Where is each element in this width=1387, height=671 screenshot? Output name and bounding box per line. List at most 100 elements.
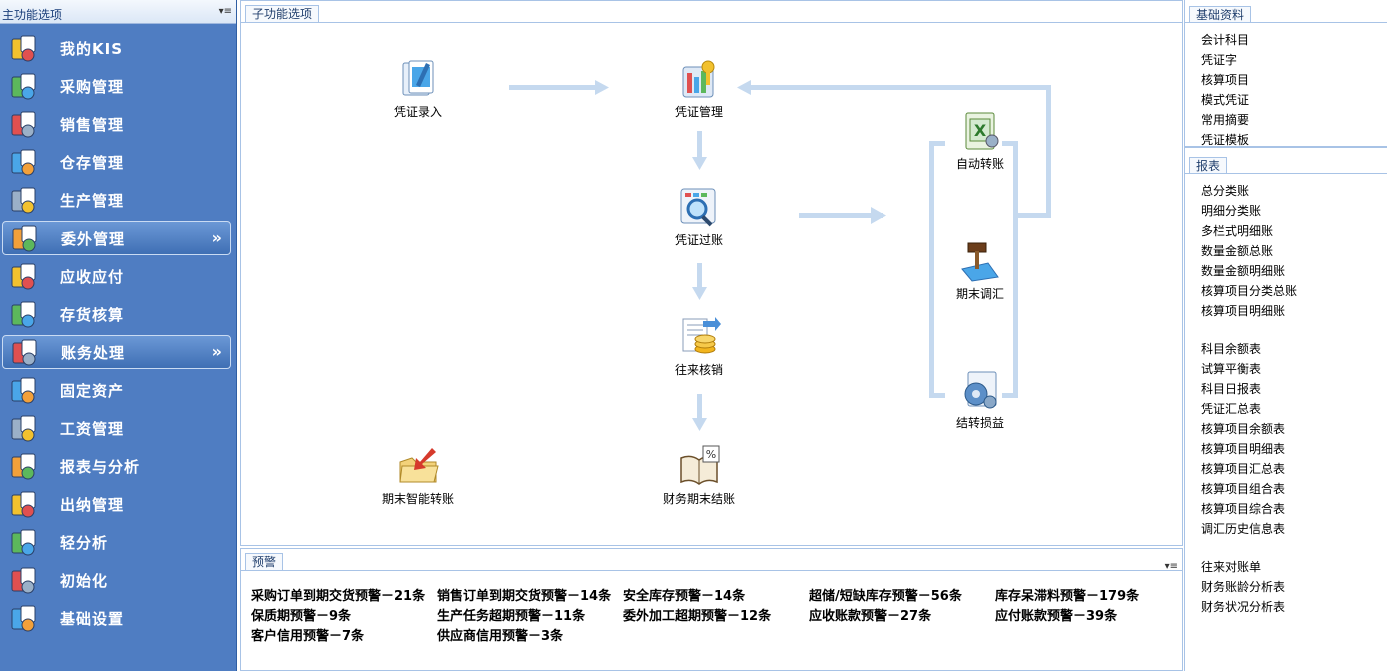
nav-item-5[interactable]: 委外管理»	[2, 221, 231, 255]
report-link[interactable]: 凭证汇总表	[1201, 402, 1262, 416]
voucher-post-label: 凭证过账	[674, 233, 723, 247]
report-link[interactable]: 调汇历史信息表	[1201, 522, 1286, 536]
svg-text:%: %	[706, 448, 716, 461]
report-link[interactable]: 数量金额总账	[1201, 244, 1274, 258]
basic-data-link[interactable]: 凭证模板	[1201, 133, 1250, 147]
report-section: 报表 总分类账明细分类账多栏式明细账数量金额总账数量金额明细账核算项目分类总账核…	[1185, 150, 1387, 671]
nav-item-2[interactable]: 销售管理	[2, 107, 231, 141]
report-tab: 报表	[1189, 157, 1228, 174]
period-end-adjust-button[interactable]: 期末调汇	[925, 239, 1035, 302]
nav-item-3[interactable]: 仓存管理	[2, 145, 231, 179]
profit-loss-transfer-icon	[958, 368, 1002, 412]
cashier-icon	[8, 489, 40, 519]
voucher-manage-button[interactable]: 凭证管理	[644, 57, 754, 120]
warning-item[interactable]: 应付账款预警－39条	[995, 609, 1118, 624]
expand-chevron-icon[interactable]: »	[211, 342, 222, 361]
nav-item-14[interactable]: 初始化	[2, 563, 231, 597]
main-function-title: 主功能选项	[2, 8, 63, 22]
report-link[interactable]: 核算项目明细表	[1201, 442, 1286, 456]
smart-transfer-button[interactable]: 期末智能转账	[363, 444, 473, 507]
nav-item-13[interactable]: 轻分析	[2, 525, 231, 559]
receivable-payable-icon	[8, 261, 40, 291]
nav-item-1[interactable]: 采购管理	[2, 69, 231, 103]
profit-loss-transfer-label: 结转损益	[955, 416, 1004, 430]
basic-data-link[interactable]: 凭证字	[1201, 53, 1238, 67]
payroll-icon	[8, 413, 40, 443]
report-link[interactable]: 数量金额明细账	[1201, 264, 1286, 278]
smart-transfer-label: 期末智能转账	[381, 492, 454, 506]
profit-loss-transfer-button[interactable]: 结转损益	[925, 368, 1035, 431]
nav-item-label: 账务处理	[61, 343, 126, 362]
nav-item-4[interactable]: 生产管理	[2, 183, 231, 217]
warning-item[interactable]: 供应商信用预警－3条	[437, 629, 564, 644]
warning-tab: 预警	[245, 553, 284, 570]
warning-item[interactable]: 库存呆滞料预警－179条	[995, 589, 1140, 604]
report-link[interactable]: 科目日报表	[1201, 382, 1262, 396]
report-link[interactable]: 总分类账	[1201, 184, 1250, 198]
report-link[interactable]: 财务状况分析表	[1201, 600, 1286, 614]
auto-transfer-button[interactable]: X 自动转账	[925, 109, 1035, 172]
nav-item-9[interactable]: 固定资产	[2, 373, 231, 407]
nav-item-6[interactable]: 应收应付	[2, 259, 231, 293]
nav-item-8[interactable]: 账务处理 »	[2, 335, 231, 369]
warning-item[interactable]: 委外加工超期预警－12条	[623, 609, 772, 624]
voucher-entry-label: 凭证录入	[393, 105, 442, 119]
warning-item[interactable]: 生产任务超期预警－11条	[437, 609, 586, 624]
nav-item-12[interactable]: 出纳管理	[2, 487, 231, 521]
warning-item[interactable]: 采购订单到期交货预警－21条	[251, 589, 426, 604]
voucher-manage-icon	[677, 57, 721, 101]
report-link[interactable]: 财务账龄分析表	[1201, 580, 1286, 594]
warning-item[interactable]: 保质期预警－9条	[251, 609, 352, 624]
main-function-panel: 主功能选项 ▾≡ 我的KIS 采购管理销售管理仓存管理生产管理委外管理» 应收应付存…	[0, 0, 237, 671]
report-link[interactable]: 核算项目汇总表	[1201, 462, 1286, 476]
nav-item-0[interactable]: 我的KIS	[2, 31, 231, 65]
reconcile-label: 往来核销	[674, 363, 723, 377]
warning-menu-icon[interactable]: ▾≡	[1164, 561, 1178, 572]
production-icon	[8, 185, 40, 215]
period-end-close-button[interactable]: % 财务期末结账	[644, 444, 754, 507]
nav-item-10[interactable]: 工资管理	[2, 411, 231, 445]
basic-data-link[interactable]: 核算项目	[1201, 73, 1250, 87]
report-link[interactable]: 往来对账单	[1201, 560, 1262, 574]
right-link-panel: 基础资料 会计科目凭证字核算项目模式凭证常用摘要凭证模板 报表 总分类账明细分类…	[1184, 0, 1387, 671]
report-link[interactable]: 核算项目综合表	[1201, 502, 1286, 516]
nav-item-15[interactable]: 基础设置	[2, 601, 231, 635]
nav-item-7[interactable]: 存货核算	[2, 297, 231, 331]
report-link[interactable]: 核算项目余额表	[1201, 422, 1286, 436]
report-link[interactable]: 核算项目组合表	[1201, 482, 1286, 496]
basic-data-link[interactable]: 模式凭证	[1201, 93, 1250, 107]
smart-transfer-icon	[396, 444, 440, 488]
nav-item-label: 销售管理	[60, 115, 125, 134]
report-link[interactable]: 科目余额表	[1201, 342, 1262, 356]
report-link[interactable]: 多栏式明细账	[1201, 224, 1274, 238]
basic-data-link[interactable]: 会计科目	[1201, 33, 1250, 47]
warning-panel: 预警 ▾≡ 采购订单到期交货预警－21条销售订单到期交货预警－14条安全库存预警…	[240, 548, 1183, 671]
warning-item[interactable]: 销售订单到期交货预警－14条	[437, 589, 612, 604]
period-end-close-icon: %	[677, 444, 721, 488]
nav-item-label: 轻分析	[60, 533, 109, 552]
period-end-adjust-label: 期末调汇	[955, 287, 1004, 301]
nav-item-11[interactable]: 报表与分析	[2, 449, 231, 483]
voucher-entry-button[interactable]: 凭证录入	[363, 57, 473, 120]
panel-menu-icon[interactable]: ▾≡	[218, 6, 232, 17]
warning-item[interactable]: 应收账款预警－27条	[809, 609, 932, 624]
expand-chevron-icon[interactable]: »	[211, 228, 222, 247]
warning-item[interactable]: 客户信用预警－7条	[251, 629, 365, 644]
main-function-header: 主功能选项 ▾≡	[0, 0, 236, 24]
report-link[interactable]: 核算项目明细账	[1201, 304, 1286, 318]
nav-item-label: 我的KIS	[60, 39, 124, 58]
sub-function-tab: 子功能选项	[245, 5, 320, 22]
report-link[interactable]: 明细分类账	[1201, 204, 1262, 218]
reconcile-button[interactable]: 往来核销	[644, 315, 754, 378]
report-link[interactable]: 核算项目分类总账	[1201, 284, 1298, 298]
my-kis-icon	[8, 33, 40, 63]
basic-data-tab: 基础资料	[1189, 6, 1252, 23]
warning-item[interactable]: 安全库存预警－14条	[623, 589, 746, 604]
nav-item-label: 报表与分析	[60, 457, 141, 476]
voucher-post-button[interactable]: 凭证过账	[644, 185, 754, 248]
warning-item[interactable]: 超储/短缺库存预警－56条	[809, 589, 962, 604]
report-link[interactable]: 试算平衡表	[1201, 362, 1262, 376]
sub-function-panel: 子功能选项	[240, 0, 1183, 546]
nav-item-label: 应收应付	[60, 267, 125, 286]
basic-data-link[interactable]: 常用摘要	[1201, 113, 1250, 127]
